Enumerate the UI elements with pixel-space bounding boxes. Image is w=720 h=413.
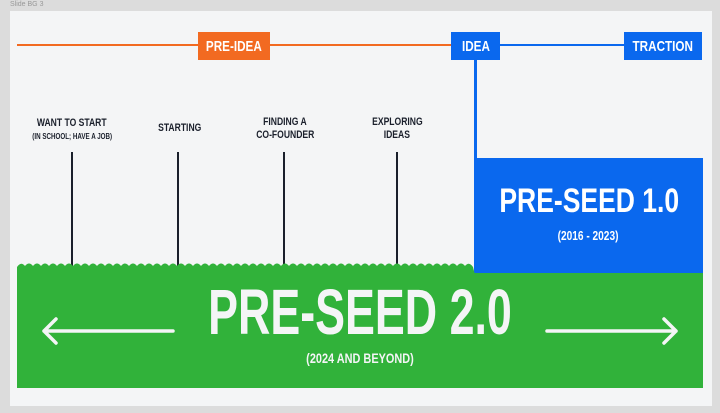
blue-vertical-line [474,58,477,160]
preseed1-title: PRE-SEED 1.0 [499,182,680,220]
slide-label: Slide BG 3 [10,1,44,8]
arrow-left-icon [42,317,175,345]
preseed2-years: (2024 AND BEYOND) [306,350,414,366]
preseed2-title: PRE-SEED 2.0 [208,276,512,348]
stage-line [283,152,285,266]
preseed2-content: PRE-SEED 2.0 (2024 AND BEYOND) [17,276,703,366]
pre-idea-tag: PRE-IDEA [198,32,270,60]
stage-line [177,152,179,266]
stage-line [396,152,398,266]
stage-line [71,152,73,266]
preseed1-years: (2016 - 2023) [558,228,619,243]
blue-timeline-line [453,44,653,46]
traction-tag: TRACTION [624,32,702,60]
preseed2-wavy-top [17,263,475,275]
preseed1-box: PRE-SEED 1.0 (2016 - 2023) [474,158,703,274]
stage-want-to-start: WANT TO START(IN SCHOOL; HAVE A JOB) [32,117,112,141]
idea-tag: IDEA [451,32,500,60]
stage-starting: STARTING [158,122,202,134]
arrow-right-icon [545,317,678,345]
